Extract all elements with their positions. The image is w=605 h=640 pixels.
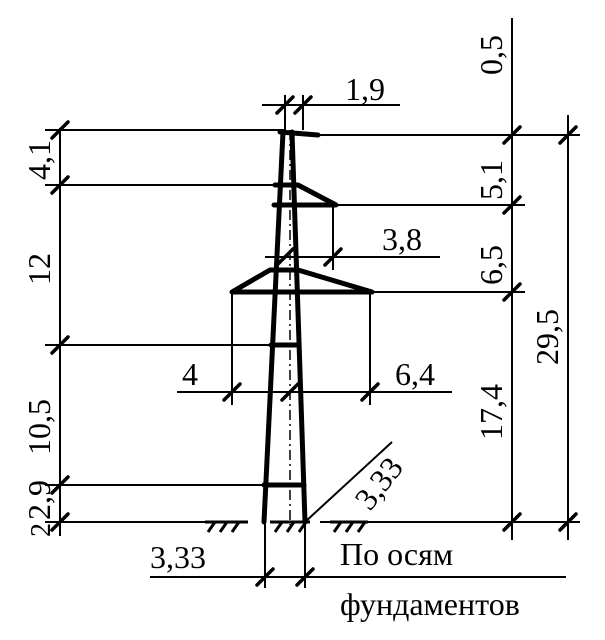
- label-total-height: 29,5: [529, 309, 565, 365]
- tower-upper-crossarm: [271, 182, 339, 208]
- label-crossarm-right: 6,4: [395, 356, 435, 392]
- label-diagonal: 3,33: [347, 450, 410, 516]
- label-left-2: 2: [26, 523, 57, 537]
- tower-left-leg: [261, 129, 286, 525]
- label-left-4-1: 4,1: [21, 140, 57, 180]
- label-left-12: 12: [21, 253, 57, 285]
- label-base-width: 3,33: [150, 539, 206, 575]
- label-right-5-1: 5,1: [473, 160, 509, 200]
- tower-right-leg: [289, 129, 308, 525]
- label-right-0-5: 0,5: [473, 35, 509, 75]
- label-left-10-5: 10,5: [21, 399, 57, 455]
- label-upper-crossarm: 3,8: [382, 221, 422, 257]
- tower-structure: [229, 129, 375, 525]
- tower-lower-crossarm: [229, 267, 375, 295]
- note-line-1: По осям: [340, 536, 453, 572]
- ground-line: [205, 520, 368, 533]
- tower-top-cap: [277, 129, 321, 138]
- label-right-17-4: 17,4: [473, 384, 509, 440]
- dimension-lines: [45, 18, 580, 588]
- note-line-2: фундаментов: [340, 586, 520, 622]
- label-top-width: 1,9: [345, 71, 385, 107]
- label-right-6-5: 6,5: [473, 245, 509, 285]
- dimension-ticks: [50, 95, 578, 587]
- label-crossarm-left: 4: [182, 356, 198, 392]
- label-left-2-9: 2,9: [21, 480, 57, 520]
